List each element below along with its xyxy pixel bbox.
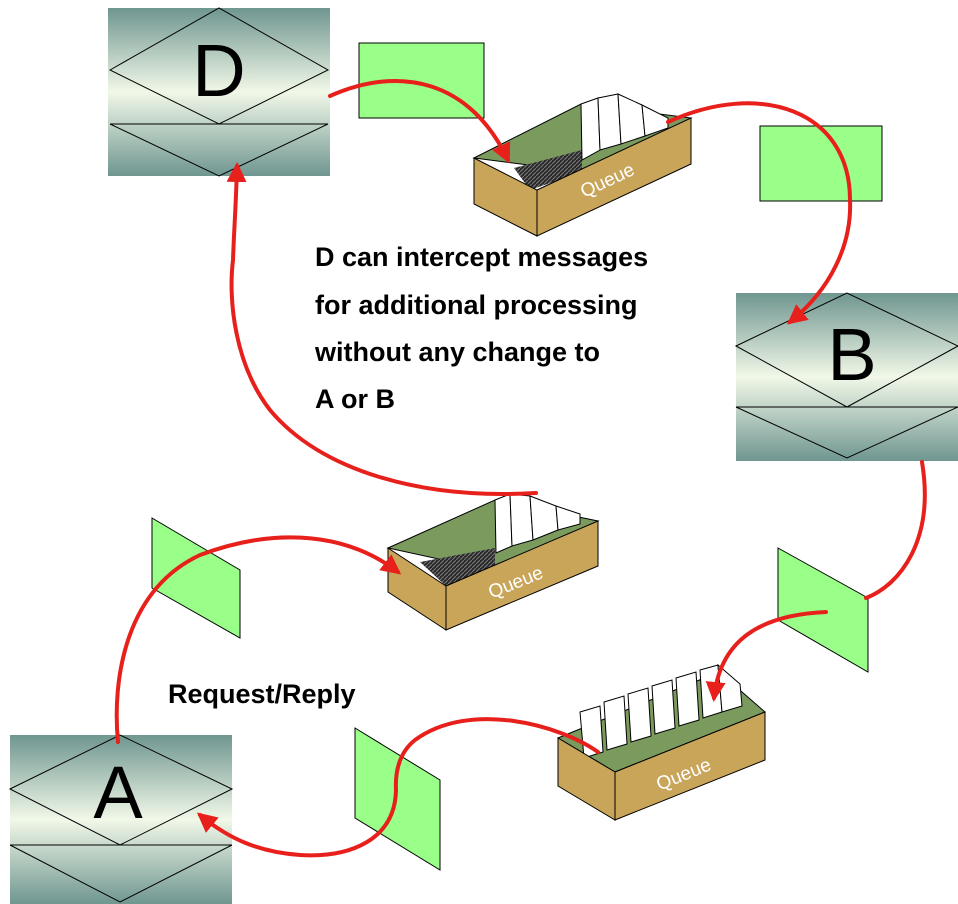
arrow-middle-queue-to-d	[226, 162, 538, 496]
request-reply-caption: Request/Reply	[168, 679, 356, 709]
caption-line-4: A or B	[315, 384, 395, 414]
node-d-label: D	[192, 29, 245, 112]
arrow-a-to-middle-queue	[114, 535, 402, 744]
caption-line-3: without any change to	[314, 337, 600, 367]
intercept-caption: D can intercept messages for additional …	[314, 242, 648, 414]
arrow-d-to-top-queue	[328, 78, 511, 164]
node-a-label: A	[93, 751, 143, 834]
arrow-top-queue-to-b	[666, 101, 853, 325]
queue-bottom: Queue	[556, 663, 766, 821]
message-b-to-queue	[777, 547, 869, 673]
node-b: B	[734, 292, 958, 461]
caption-line-2: for additional processing	[315, 290, 638, 320]
caption-line-1: D can intercept messages	[315, 242, 648, 272]
message-queue-to-a	[354, 727, 441, 871]
node-d: D	[108, 7, 330, 177]
arrow-bottom-queue-to-a	[196, 717, 600, 858]
node-a: A	[8, 734, 234, 904]
queue-top: Queue	[472, 93, 693, 237]
message-queue-to-b	[759, 125, 883, 202]
arrow-b-to-bottom-queue	[714, 460, 927, 698]
queue-middle: Queue	[386, 493, 600, 631]
node-b-label: B	[827, 313, 876, 396]
